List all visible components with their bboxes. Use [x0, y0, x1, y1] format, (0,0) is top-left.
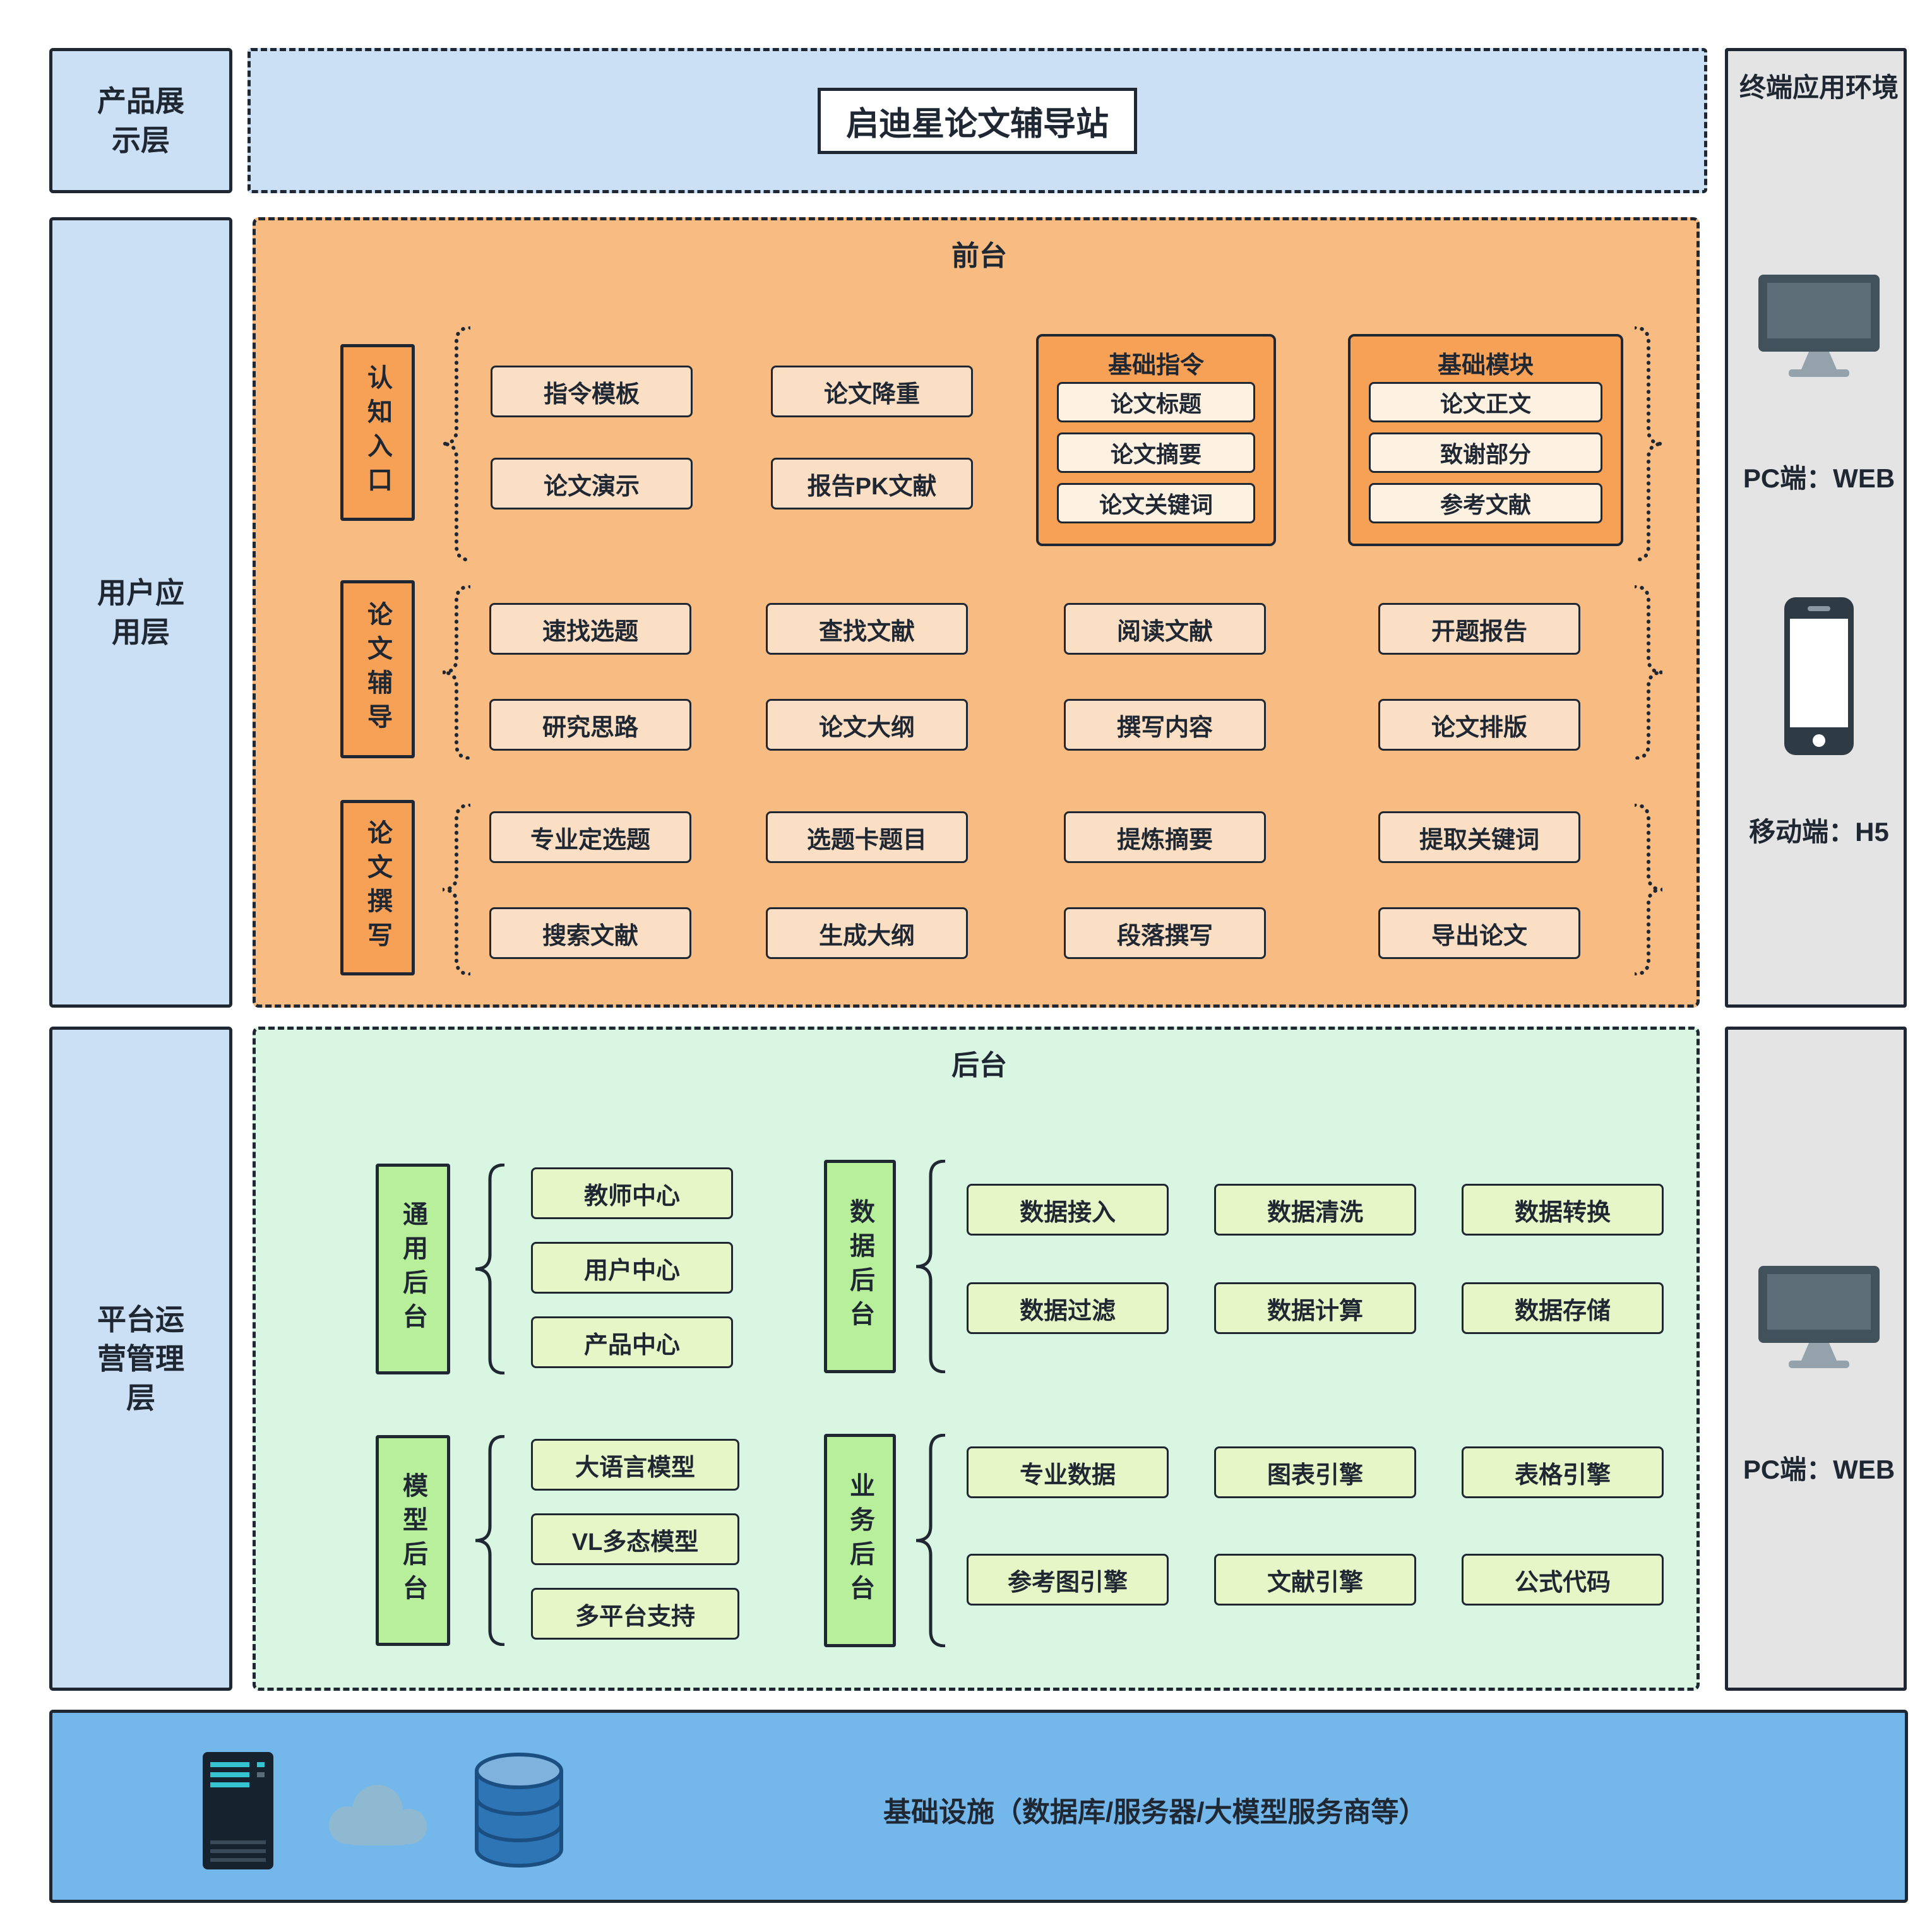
smartphone-icon — [1784, 597, 1854, 755]
layer-label-text: 平台运营管理层 — [97, 1302, 184, 1415]
infrastructure-label: 基础设施（数据库/服务器/大模型服务商等） — [883, 1797, 1427, 1828]
back-item: VL多态模型 — [531, 1513, 739, 1565]
back-item: 参考图引擎 — [967, 1554, 1169, 1606]
group-basic-instructions: 基础指令 论文标题 论文摘要 论文关键词 — [1036, 334, 1276, 546]
back-section: 后台 通用后台 教师中心 用户中心 产品中心 数据后台 数据接入 数据清洗 数据… — [253, 1027, 1700, 1691]
back-item: 数据过滤 — [967, 1282, 1169, 1334]
terminal-environment-title: 终端应用环境 — [1739, 72, 1899, 102]
back-section-label: 后台 — [951, 1050, 1007, 1081]
layer-label-platform-operation: 平台运营管理层 — [49, 1027, 232, 1691]
brace — [475, 1164, 504, 1374]
category-model-backend: 模型后台 — [376, 1435, 450, 1646]
back-item: 数据接入 — [967, 1184, 1169, 1236]
product-title: 启迪星论文辅导站 — [817, 87, 1137, 154]
front-item: 查找文献 — [766, 603, 968, 655]
front-item: 论文大纲 — [766, 699, 968, 751]
back-item: 用户中心 — [531, 1242, 733, 1294]
group-item: 参考文献 — [1369, 483, 1602, 523]
dotted-brace-right — [1635, 326, 1662, 561]
category-general-backend: 通用后台 — [376, 1164, 450, 1374]
brace — [916, 1434, 945, 1647]
category-paper-writing: 论文撰写 — [340, 800, 415, 975]
front-section: 前台 认知入口 指令模板 论文演示 论文降重 报告PK文献 基础指令 论文标题 … — [253, 217, 1700, 1008]
front-item: 搜索文献 — [489, 907, 691, 959]
front-item: 指令模板 — [491, 366, 693, 417]
front-item: 阅读文献 — [1064, 603, 1266, 655]
front-item: 段落撰写 — [1064, 907, 1266, 959]
terminal-environment-panel: 终端应用环境 PC端：WEB 移动端：H5 — [1725, 48, 1907, 1008]
back-item: 大语言模型 — [531, 1439, 739, 1491]
layer-label-product-display: 产品展示层 — [49, 48, 232, 193]
back-item: 表格引擎 — [1462, 1446, 1664, 1498]
dotted-brace-right — [1635, 585, 1662, 760]
front-item: 论文降重 — [771, 366, 973, 417]
front-item: 报告PK文献 — [771, 458, 973, 510]
back-item: 数据计算 — [1214, 1282, 1416, 1334]
front-item: 研究思路 — [489, 699, 691, 751]
group-title: 基础模块 — [1437, 352, 1534, 379]
pc-web-label-2: PC端：WEB — [1743, 1454, 1895, 1484]
infrastructure-banner: 基础设施（数据库/服务器/大模型服务商等） — [49, 1710, 1908, 1903]
dotted-brace-right — [1635, 804, 1662, 975]
database-icon — [475, 1753, 563, 1868]
category-data-backend: 数据后台 — [824, 1160, 896, 1373]
front-item: 生成大纲 — [766, 907, 968, 959]
front-item: 专业定选题 — [489, 811, 691, 863]
layer-label-text: 用户应用层 — [97, 576, 184, 648]
dotted-brace-left — [443, 804, 470, 975]
back-item: 多平台支持 — [531, 1588, 739, 1640]
back-item: 专业数据 — [967, 1446, 1169, 1498]
admin-terminal-panel: PC端：WEB — [1725, 1027, 1907, 1691]
group-item: 致谢部分 — [1369, 432, 1602, 473]
back-item: 文献引擎 — [1214, 1554, 1416, 1606]
front-section-label: 前台 — [951, 241, 1007, 271]
back-item: 数据存储 — [1462, 1282, 1664, 1334]
back-item: 数据清洗 — [1214, 1184, 1416, 1236]
front-item: 提取关键词 — [1378, 811, 1580, 863]
front-item: 导出论文 — [1378, 907, 1580, 959]
front-item: 提炼摘要 — [1064, 811, 1266, 863]
dotted-brace-left — [443, 326, 470, 561]
monitor-icon — [1758, 275, 1880, 377]
group-basic-modules: 基础模块 论文正文 致谢部分 参考文献 — [1348, 334, 1623, 546]
brace — [475, 1435, 504, 1646]
group-item: 论文关键词 — [1057, 483, 1255, 523]
brace — [916, 1160, 945, 1373]
back-item: 公式代码 — [1462, 1554, 1664, 1606]
back-item: 图表引擎 — [1214, 1446, 1416, 1498]
category-business-backend: 业务后台 — [824, 1434, 896, 1647]
group-item: 论文摘要 — [1057, 432, 1255, 473]
group-item: 论文正文 — [1369, 382, 1602, 422]
group-title: 基础指令 — [1107, 352, 1204, 379]
back-item: 产品中心 — [531, 1316, 733, 1368]
cloud-icon — [329, 1785, 427, 1845]
back-item: 教师中心 — [531, 1167, 733, 1219]
product-title-band: 启迪星论文辅导站 — [247, 48, 1707, 193]
category-paper-tutoring: 论文辅导 — [340, 580, 415, 758]
front-item: 开题报告 — [1378, 603, 1580, 655]
layer-label-user-application: 用户应用层 — [49, 217, 232, 1008]
front-item: 选题卡题目 — [766, 811, 968, 863]
category-cognitive-entry: 认知入口 — [340, 344, 415, 521]
back-item: 数据转换 — [1462, 1184, 1664, 1236]
server-icon — [203, 1752, 273, 1869]
front-item: 论文演示 — [491, 458, 693, 510]
pc-web-label: PC端：WEB — [1743, 463, 1895, 493]
mobile-h5-label: 移动端：H5 — [1749, 816, 1889, 847]
front-item: 论文排版 — [1378, 699, 1580, 751]
group-item: 论文标题 — [1057, 382, 1255, 422]
dotted-brace-left — [443, 585, 470, 760]
monitor-icon — [1758, 1266, 1880, 1368]
layer-label-text: 产品展示层 — [97, 84, 184, 157]
front-item: 速找选题 — [489, 603, 691, 655]
front-item: 撰写内容 — [1064, 699, 1266, 751]
